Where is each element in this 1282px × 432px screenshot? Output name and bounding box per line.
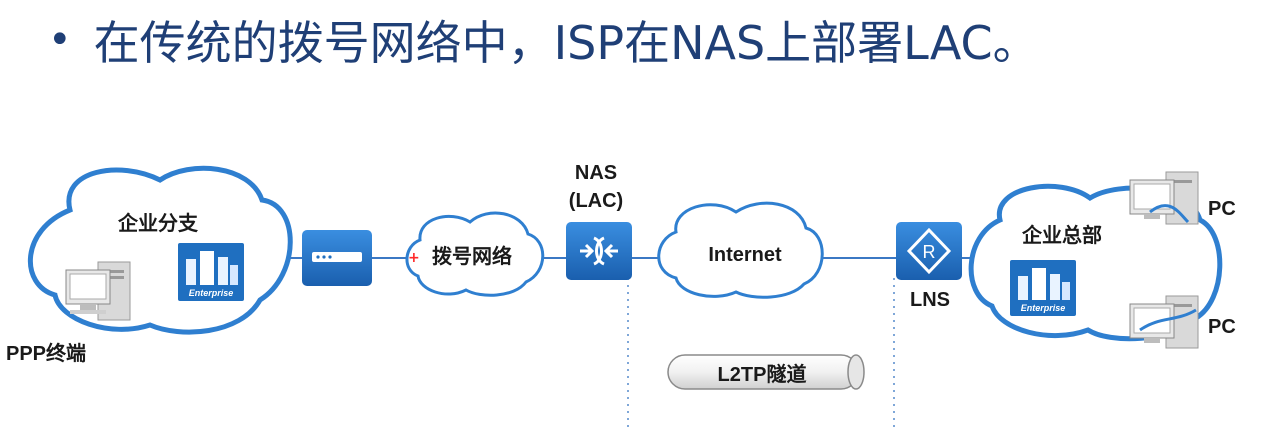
red-marker: +: [408, 250, 420, 266]
enterprise-logo-text: Enterprise: [189, 288, 234, 298]
slide-heading: • 在传统的拨号网络中，ISP在NAS上部署LAC。: [48, 8, 1039, 72]
nas-lac-icon: [566, 222, 632, 280]
modem-icon: [302, 230, 372, 286]
branch-label: 企业分支: [117, 211, 199, 235]
lns-label: LNS: [910, 289, 950, 311]
ppp-terminal-icon: [65, 261, 131, 321]
internet-label: Internet: [708, 244, 782, 266]
nas-label: NAS: [575, 162, 617, 184]
internet-cloud: [657, 201, 824, 299]
pc-icon-top: [1129, 171, 1199, 225]
pc-bottom-label: PC: [1208, 316, 1236, 338]
dialup-label: 拨号网络: [432, 244, 512, 268]
hq-label: 企业总部: [1021, 223, 1102, 247]
lac-label: (LAC): [569, 190, 623, 212]
bullet-point: •: [48, 17, 72, 63]
tunnel-label: L2TP隧道: [718, 362, 807, 386]
heading-text: 在传统的拨号网络中，ISP在NAS上部署LAC。: [93, 16, 1039, 70]
branch-cloud: [27, 165, 293, 335]
enterprise-icon-hq: Enterprise: [1010, 260, 1076, 316]
lns-router-icon: R: [896, 222, 962, 280]
l2tp-tunnel: [667, 354, 865, 390]
pc-top-label: PC: [1208, 198, 1236, 220]
pc-top-link: [1149, 204, 1190, 224]
pc-bottom-link: [1139, 308, 1197, 332]
router-r-glyph: R: [923, 242, 936, 262]
enterprise-icon-branch: Enterprise: [178, 243, 244, 301]
ppp-terminal-label: PPP终端: [6, 341, 86, 365]
dialup-cloud: [405, 211, 545, 297]
enterprise-logo-text-hq: Enterprise: [1021, 303, 1066, 313]
tunnel-boundary-lines: [627, 278, 895, 428]
